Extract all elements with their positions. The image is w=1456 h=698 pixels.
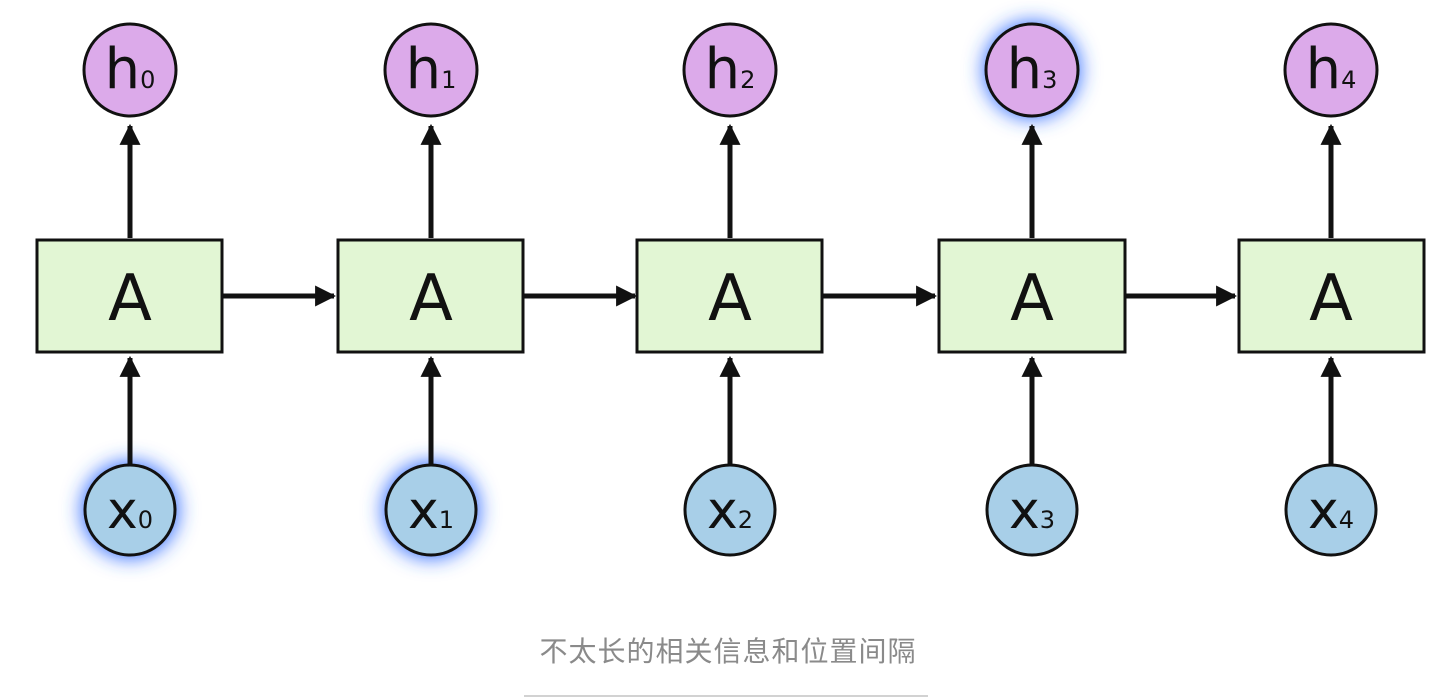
rnn-step-2: A x2 h2 xyxy=(635,22,938,557)
input-label: x4 xyxy=(1308,481,1354,541)
input-node xyxy=(83,463,177,557)
output-label: h3 xyxy=(1007,37,1058,102)
output-node xyxy=(682,22,778,118)
output-node xyxy=(82,22,178,118)
rnn-unrolled-diagram: A x0 h0 A x1 h1 A x2 h2 xyxy=(35,22,1426,558)
rnn-cell xyxy=(1237,238,1426,354)
rnn-cell xyxy=(336,238,525,354)
input-label: x2 xyxy=(707,481,753,541)
cell-label: A xyxy=(108,262,152,336)
input-label: x3 xyxy=(1009,481,1055,541)
cell-label: A xyxy=(708,262,752,336)
cell-label: A xyxy=(409,262,453,336)
output-node xyxy=(984,22,1080,118)
input-node xyxy=(683,463,777,557)
rnn-cell xyxy=(35,238,224,354)
rnn-cell xyxy=(937,238,1127,354)
rnn-step-3: A x3 h3 xyxy=(937,22,1238,557)
caption-divider xyxy=(524,695,928,697)
output-label: h2 xyxy=(705,37,756,102)
rnn-step-4: A x4 h4 xyxy=(1237,22,1426,557)
input-label: x1 xyxy=(408,481,454,541)
cell-label: A xyxy=(1010,262,1054,336)
output-label: h1 xyxy=(406,37,457,102)
rnn-cell xyxy=(635,238,824,354)
output-label: h0 xyxy=(105,37,156,102)
output-node xyxy=(1283,22,1379,118)
input-label: x0 xyxy=(107,481,153,541)
input-node xyxy=(1284,463,1378,557)
rnn-step-0: A x0 h0 xyxy=(35,22,337,558)
cell-label: A xyxy=(1309,262,1353,336)
input-node xyxy=(384,463,478,557)
output-label: h4 xyxy=(1306,37,1357,102)
rnn-step-1: A x1 h1 xyxy=(336,22,638,558)
input-node xyxy=(985,463,1079,557)
figure-caption: 不太长的相关信息和位置间隔 xyxy=(539,635,917,668)
output-node xyxy=(383,22,479,118)
